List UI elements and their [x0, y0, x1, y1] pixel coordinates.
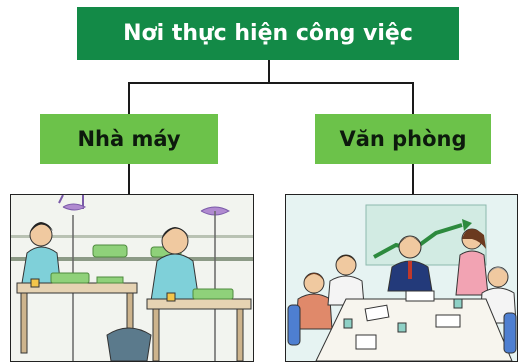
root-node-label: Nơi thực hiện công việc — [123, 21, 413, 46]
connector-left-drop — [128, 82, 130, 114]
child-node-office: Văn phòng — [315, 114, 491, 164]
root-node: Nơi thực hiện công việc — [77, 7, 459, 60]
connector-right-drop — [412, 82, 414, 114]
office-illustration — [285, 194, 518, 362]
connector-left-to-image — [128, 164, 130, 194]
connector-horizontal — [128, 82, 414, 84]
child-node-office-label: Văn phòng — [339, 127, 467, 151]
connector-root-stem — [268, 60, 270, 83]
child-node-factory-label: Nhà máy — [77, 127, 181, 151]
connector-right-to-image — [412, 164, 414, 194]
factory-illustration — [10, 194, 254, 362]
child-node-factory: Nhà máy — [40, 114, 218, 164]
